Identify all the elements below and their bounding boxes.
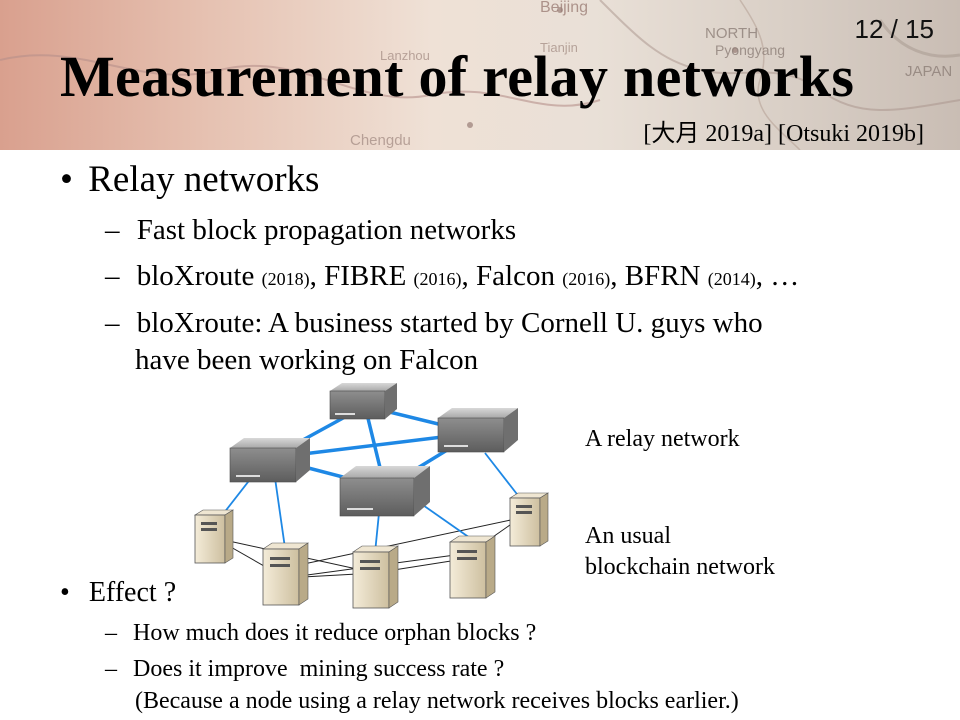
sub-bullet-continuation: (Because a node using a relay network re…: [135, 688, 739, 714]
header-banner: Beijing NORTH Pyongyang JAPAN Tianjin Ch…: [0, 0, 960, 150]
usual-network-label-line1: An usual: [585, 523, 671, 549]
bullet-text: Relay networks: [88, 159, 320, 200]
map-label: Beijing: [540, 0, 588, 16]
system-year: (2016): [562, 269, 611, 289]
sub-bullet-continuation: have been working on Falcon: [135, 344, 479, 376]
sub-bullet: – How much does it reduce orphan blocks …: [105, 620, 536, 647]
system-year: (2018): [261, 269, 310, 289]
bullet-dot: •: [60, 577, 70, 608]
map-label: Pyongyang: [715, 42, 785, 58]
separator: ,: [309, 260, 317, 292]
sub-bullet-text: bloXroute: A business started by Cornell…: [136, 307, 763, 339]
dash: –: [105, 307, 120, 339]
system-name: FIBRE: [324, 260, 407, 292]
blockchain-node[interactable]: [262, 542, 309, 606]
relay-server[interactable]: [437, 408, 518, 453]
separator: ,: [610, 260, 618, 292]
relay-server[interactable]: [329, 383, 397, 420]
map-label: Tianjin: [540, 40, 578, 55]
dash: –: [105, 656, 117, 682]
slide-number: 12 / 15: [854, 14, 934, 44]
map-label: NORTH: [705, 25, 758, 42]
blockchain-node[interactable]: [193, 509, 235, 564]
map-background: Beijing NORTH Pyongyang JAPAN Tianjin Ch…: [0, 0, 960, 150]
bullet-text: Effect ?: [88, 577, 177, 608]
sub-bullet: – bloXroute: A business started by Corne…: [105, 307, 763, 340]
system-year: (2014): [707, 269, 756, 289]
sub-bullet: – Fast block propagation networks: [105, 214, 516, 247]
sub-bullet-systems: – bloXroute (2018), FIBRE (2016), Falcon…: [105, 260, 799, 293]
dash: –: [105, 214, 120, 246]
bullet-dot: •: [60, 159, 73, 200]
system-name: BFRN: [624, 260, 701, 292]
relay-server[interactable]: [339, 466, 430, 517]
system-name: bloXroute: [136, 260, 255, 292]
bullet-effect: • Effect ?: [60, 577, 176, 609]
slide-title: Measurement of relay networks: [60, 44, 855, 109]
blockchain-node[interactable]: [508, 492, 550, 547]
ellipsis: , …: [755, 260, 800, 292]
sub-bullet-text: Does it improve mining success rate ?: [133, 656, 505, 682]
network-diagram: [193, 383, 550, 609]
sub-bullet-text: How much does it reduce orphan blocks ?: [133, 620, 537, 646]
system-name: Falcon: [476, 260, 555, 292]
relay-network-label: A relay network: [585, 426, 740, 452]
sub-bullet: – Does it improve mining success rate ?: [105, 656, 504, 683]
blockchain-node[interactable]: [449, 535, 496, 599]
blockchain-node[interactable]: [352, 545, 399, 609]
map-label: Lanzhou: [380, 48, 430, 63]
usual-network-label-line2: blockchain network: [585, 554, 775, 580]
sub-bullet-text: Fast block propagation networks: [136, 214, 517, 246]
separator: ,: [461, 260, 469, 292]
system-year: (2016): [413, 269, 462, 289]
dash: –: [105, 620, 117, 646]
map-label: JAPAN: [905, 63, 952, 80]
map-label: Chengdu: [350, 132, 411, 149]
dash: –: [105, 260, 120, 292]
bullet-relay-networks: • Relay networks: [60, 158, 319, 201]
relay-server[interactable]: [229, 438, 310, 483]
citation: [大月 2019a] [Otsuki 2019b]: [643, 121, 924, 147]
